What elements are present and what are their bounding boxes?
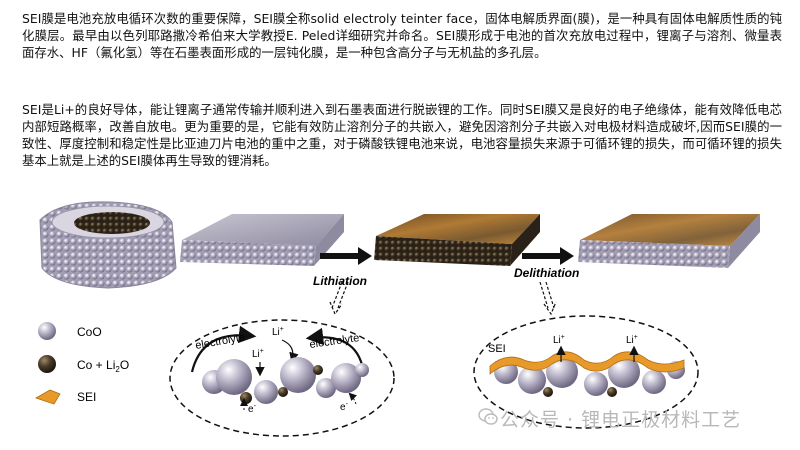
detail-lithiation: electrolyte electrolyte Li+ Li+ e- e- [169, 319, 395, 437]
porous-particle-cube [39, 201, 177, 289]
lithiated-electrode-slab [374, 214, 540, 266]
electron-label-2: e- [340, 401, 349, 413]
sei-detail-label: SEI [488, 343, 506, 355]
legend-label-sei: SEI [77, 390, 96, 404]
delithiation-arrow [522, 247, 574, 265]
li-ion-label-2: Li+ [272, 326, 284, 338]
intro-paragraph: SEI膜是电池充放电循环次数的重要保障，SEI膜全称solid electrol… [22, 11, 782, 60]
zoom-arrow-left [329, 281, 349, 316]
zoom-arrow-right [539, 281, 557, 316]
legend-label-co-li2o: Co + Li2O [77, 358, 129, 374]
li-ion-label-4: Li+ [626, 334, 638, 346]
pristine-electrode-slab [180, 214, 344, 266]
legend-label-coo: CoO [77, 325, 102, 339]
detail-delithiation: SEI Li+ Li+ [473, 315, 699, 429]
legend-swatch-sei [35, 389, 61, 405]
sei-function-paragraph: SEI是Li+的良好导体，能让锂离子通常传输并顺利进入到石墨表面进行脱嵌锂的工作… [22, 102, 782, 168]
delithiated-electrode-slab [578, 214, 760, 268]
watermark-text: 公众号 · 锂电正极材料工艺 [500, 409, 742, 431]
li-ion-label-1: Li+ [252, 348, 264, 360]
electron-label-1: e- [248, 403, 257, 415]
wechat-icon [478, 408, 498, 425]
lithiation-arrow [320, 247, 372, 265]
legend-swatch-coo [38, 322, 56, 340]
legend-swatch-co-li2o [38, 355, 56, 373]
legend: CoO Co + Li2O SEI [35, 322, 129, 405]
li-ion-label-3: Li+ [553, 334, 565, 346]
sei-film-layer [489, 351, 685, 375]
lithiation-label: Lithiation [313, 274, 367, 288]
delithiation-label: Delithiation [514, 266, 579, 280]
